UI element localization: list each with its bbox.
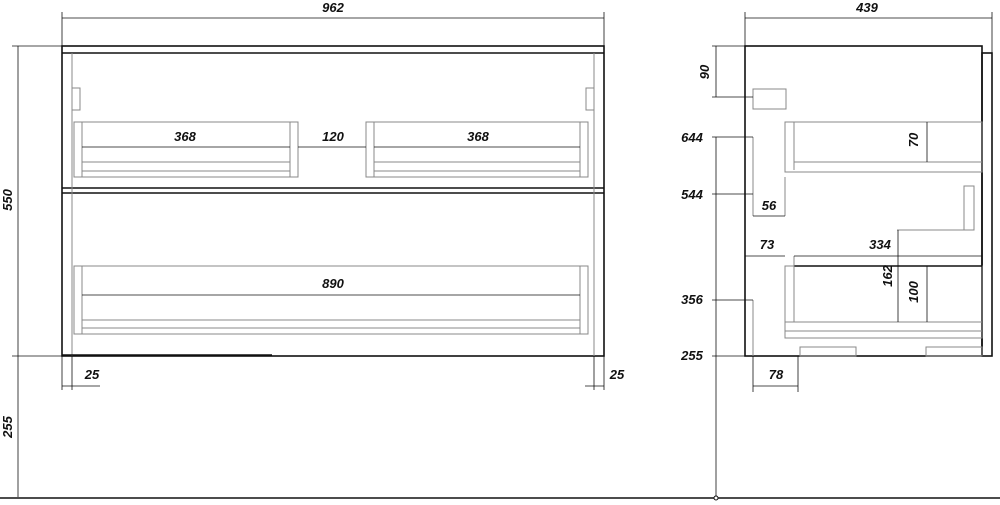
dim-left-offset: 25: [84, 367, 100, 382]
dim-drawer-left-width: 368: [174, 129, 196, 144]
dim-overall-width: 962: [322, 0, 344, 15]
dim-clearance-162: 162: [880, 264, 895, 286]
dim-lower-drawer-height: 100: [906, 280, 921, 302]
upper-right-drawer: [365, 121, 589, 178]
level-255: 255: [680, 348, 703, 363]
dim-depth: 439: [855, 0, 878, 15]
upper-left-drawer: [73, 121, 299, 178]
dim-offset-73: 73: [760, 237, 775, 252]
level-356: 356: [681, 292, 703, 307]
dim-right-offset: 25: [609, 367, 625, 382]
dim-leg-height: 255: [0, 415, 15, 438]
side-view: 439 90 644 544 356 255 70 56 73 334 162 …: [680, 0, 993, 501]
dim-top-offset: 90: [697, 64, 712, 79]
siphon-block: [752, 88, 787, 110]
dim-lower-drawer-width: 890: [322, 276, 344, 291]
level-544: 544: [681, 187, 703, 202]
dim-drawer-gap: 120: [322, 129, 344, 144]
front-view: 962 550 255 368 120 368 890 25 25: [0, 0, 625, 497]
level-644: 644: [681, 130, 703, 145]
dim-upper-drawer-height: 70: [906, 132, 921, 147]
dim-drawer-right-width: 368: [467, 129, 489, 144]
dim-recess-56: 56: [762, 198, 777, 213]
lower-drawer: [73, 265, 589, 335]
side-outline: [744, 45, 983, 357]
cabinet-outline: [61, 45, 605, 357]
dim-inner-depth: 334: [869, 237, 891, 252]
dim-base-offset: 78: [769, 367, 784, 382]
dim-overall-height: 550: [0, 188, 15, 210]
